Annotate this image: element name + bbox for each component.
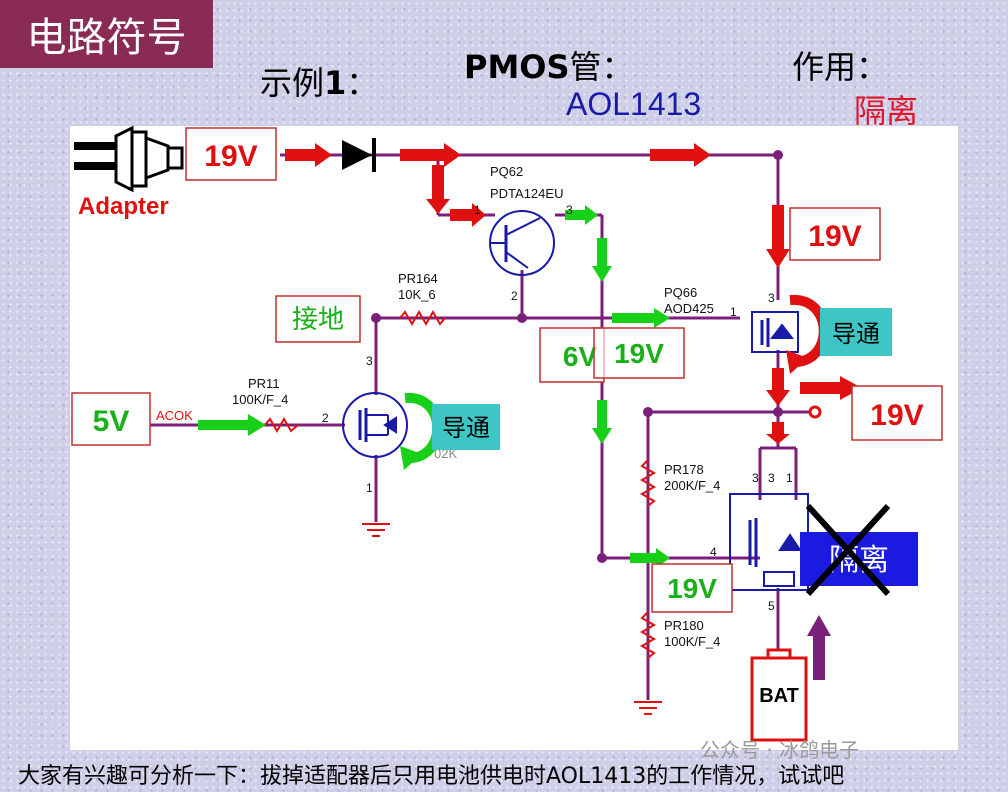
purple-arrow-up bbox=[807, 615, 831, 680]
resistors bbox=[264, 310, 656, 659]
resistor-pr164 bbox=[399, 310, 446, 326]
svg-text:接地: 接地 bbox=[292, 305, 344, 335]
pin-label: 3 bbox=[566, 203, 573, 217]
red-current-arrows bbox=[285, 143, 862, 444]
acok-label: ACOK bbox=[156, 408, 193, 423]
green-arrow bbox=[592, 238, 612, 282]
aol1413-pmos-icon bbox=[729, 493, 809, 591]
red-arrow bbox=[766, 368, 790, 406]
voltage-box-adapter: 19V bbox=[185, 127, 277, 181]
pr164-value: 10K_6 bbox=[398, 287, 436, 302]
pr11-name: PR11 bbox=[248, 376, 280, 391]
svg-text:导通: 导通 bbox=[442, 414, 490, 442]
voltage-box-right-out: 19V bbox=[851, 385, 943, 441]
pmos-label: PMOS管： bbox=[464, 48, 634, 86]
pin-label: 1 bbox=[730, 305, 737, 319]
pin-label: 5 bbox=[768, 599, 775, 613]
nmos-transistor-icon bbox=[342, 392, 408, 458]
voltage-box-19v-mid: 19V bbox=[593, 327, 685, 379]
role-value: 隔离 bbox=[854, 92, 919, 130]
pin-label: 3 bbox=[768, 471, 775, 485]
diode-icon bbox=[342, 138, 376, 172]
pmos-part-number: AOL1413 bbox=[566, 86, 702, 122]
pin-label: 3 bbox=[768, 291, 775, 305]
pin-label: 3 bbox=[366, 354, 373, 368]
red-arrow bbox=[766, 422, 790, 444]
green-current-arrows bbox=[198, 205, 670, 568]
svg-text:5V: 5V bbox=[93, 405, 130, 438]
junction-dots bbox=[371, 150, 783, 563]
adapter-plug-icon bbox=[74, 125, 184, 193]
output-terminal bbox=[808, 405, 822, 419]
voltage-box-5v: 5V bbox=[71, 392, 151, 446]
watermark: 公众号 · 冰鸽电子 bbox=[700, 738, 860, 762]
conduct-label-pq66: 导通 bbox=[820, 308, 892, 356]
pr180-value: 100K/F_4 bbox=[664, 634, 720, 649]
red-arrow bbox=[800, 376, 862, 400]
pin-label: 1 bbox=[366, 481, 373, 495]
pin-label: 1 bbox=[786, 471, 793, 485]
svg-text:导通: 导通 bbox=[832, 320, 880, 348]
svg-text:19V: 19V bbox=[204, 140, 257, 173]
pr178-value: 200K/F_4 bbox=[664, 478, 720, 493]
pq62-transistor-icon bbox=[489, 210, 555, 276]
svg-text:19V: 19V bbox=[667, 573, 717, 604]
ground-symbols bbox=[362, 523, 662, 715]
pq66-part: AOD425 bbox=[664, 301, 714, 316]
adapter-label: Adapter bbox=[78, 193, 169, 220]
pin-label: 1 bbox=[474, 203, 481, 217]
green-arrow bbox=[565, 205, 598, 225]
pin-label: 2 bbox=[322, 411, 329, 425]
pin-label: 2 bbox=[511, 289, 518, 303]
pq66-name: PQ66 bbox=[664, 285, 697, 300]
battery-icon bbox=[750, 648, 808, 742]
pq62-part: PDTA124EU bbox=[490, 186, 563, 201]
red-arrow bbox=[766, 205, 790, 268]
resistor-pr11 bbox=[264, 417, 299, 433]
ground-label-box: 接地 bbox=[275, 295, 361, 343]
pin-label: 3 bbox=[752, 471, 759, 485]
footer-text: 大家有兴趣可分析一下：拔掉适配器后只用电池供电时AOL1413的工作情况，试试吧 bbox=[18, 764, 845, 789]
pr178-name: PR178 bbox=[664, 462, 704, 477]
red-arrow bbox=[426, 165, 450, 214]
cross-icon bbox=[805, 503, 891, 597]
green-arrow bbox=[612, 308, 670, 328]
example-label: 示例1： bbox=[260, 64, 379, 102]
pr180-name: PR180 bbox=[664, 618, 704, 633]
svg-text:19V: 19V bbox=[808, 220, 861, 253]
pq66-pmos-icon bbox=[751, 311, 799, 353]
green-arrow bbox=[198, 414, 266, 436]
voltage-box-right-top: 19V bbox=[789, 207, 881, 261]
svg-text:19V: 19V bbox=[614, 338, 664, 369]
resistor-pr180 bbox=[640, 611, 656, 659]
green-arrow bbox=[630, 548, 670, 568]
role-label: 作用： bbox=[792, 48, 889, 86]
battery-label: BAT bbox=[759, 685, 799, 707]
red-arrow bbox=[650, 143, 711, 167]
red-arrow bbox=[285, 143, 332, 167]
conduct-label-nmos: 导通 bbox=[432, 404, 500, 450]
svg-text:6V: 6V bbox=[563, 341, 598, 372]
pq62-name: PQ62 bbox=[490, 164, 523, 179]
pin-numbers: 1 3 2 1 3 4 3 2 1 3 3 1 5 bbox=[322, 203, 793, 613]
svg-text:19V: 19V bbox=[870, 399, 923, 432]
pin-label: 4 bbox=[710, 545, 717, 559]
red-arrow bbox=[400, 143, 461, 167]
resistor-pr178 bbox=[640, 459, 656, 507]
slide-title: 电路符号 bbox=[0, 0, 213, 68]
voltage-box-19v-bottom: 19V bbox=[651, 563, 733, 613]
green-arrow bbox=[592, 400, 612, 444]
pr164-name: PR164 bbox=[398, 271, 438, 286]
red-arrow bbox=[450, 203, 486, 227]
pr11-value: 100K/F_4 bbox=[232, 392, 288, 407]
